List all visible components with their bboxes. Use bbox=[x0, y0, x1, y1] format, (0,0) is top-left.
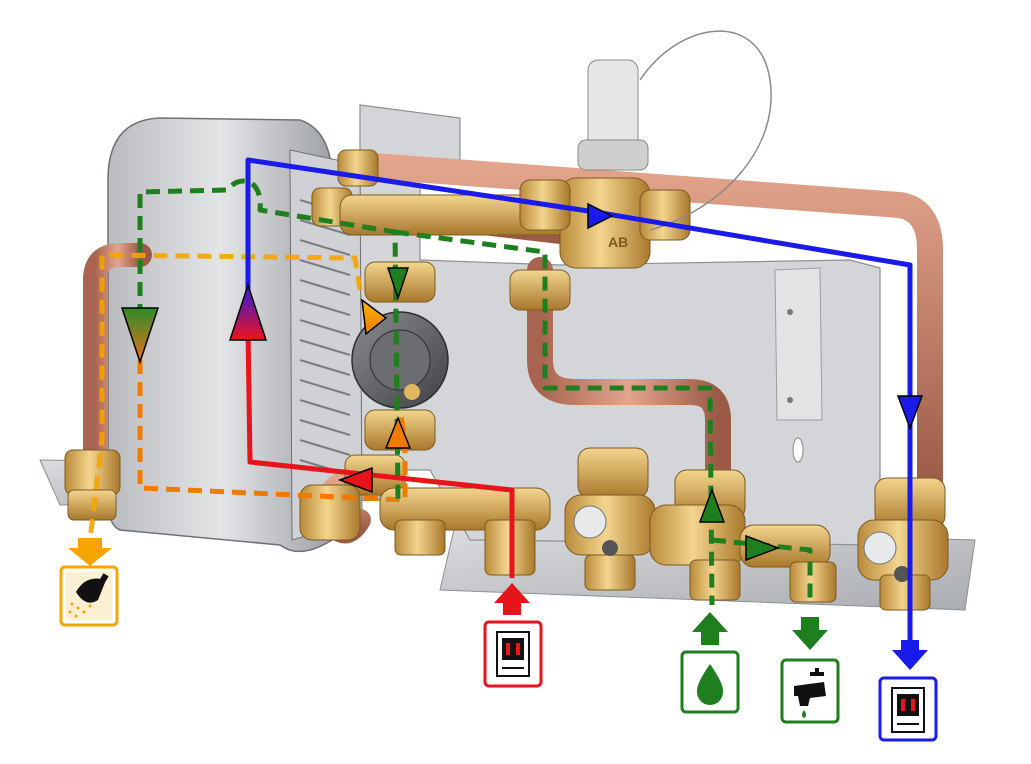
heating-return-marker bbox=[878, 640, 938, 742]
heat-source-icon bbox=[496, 631, 530, 677]
cold-water-flow-line bbox=[137, 178, 813, 606]
heating-supply-flow-line bbox=[245, 329, 515, 578]
flow-arrow-supply-left bbox=[337, 466, 373, 494]
hot-water-outlet-marker bbox=[59, 538, 119, 627]
flow-arrow-cold-up bbox=[698, 487, 726, 523]
shower-icon bbox=[66, 572, 112, 620]
heating-supply-marker bbox=[483, 583, 543, 688]
flow-arrows bbox=[120, 202, 924, 562]
flow-arrow-circ-up bbox=[384, 415, 412, 449]
flow-arrow-cold-right bbox=[745, 534, 781, 562]
cold-water-outlet-marker bbox=[780, 617, 840, 724]
flow-arrow-return-right bbox=[587, 202, 614, 230]
faucet-icon bbox=[794, 668, 826, 718]
water-drop-icon bbox=[696, 664, 724, 705]
plate-heat-exchanger bbox=[107, 117, 363, 553]
heat-source-icon bbox=[891, 687, 925, 733]
cold-water-inlet-marker bbox=[680, 612, 740, 714]
flow-arrow-supply-up bbox=[228, 282, 268, 341]
valve-marking: AB bbox=[608, 234, 628, 250]
thermostatic-head bbox=[577, 30, 772, 231]
heat-exchanger-fins bbox=[299, 199, 351, 476]
flow-arrow-return-down bbox=[896, 395, 924, 431]
flow-arrow-cold-down bbox=[120, 307, 160, 365]
flow-arrow-pump-in bbox=[386, 267, 410, 301]
flow-arrow-hot-up bbox=[361, 298, 388, 336]
circulation-pump bbox=[351, 311, 449, 409]
